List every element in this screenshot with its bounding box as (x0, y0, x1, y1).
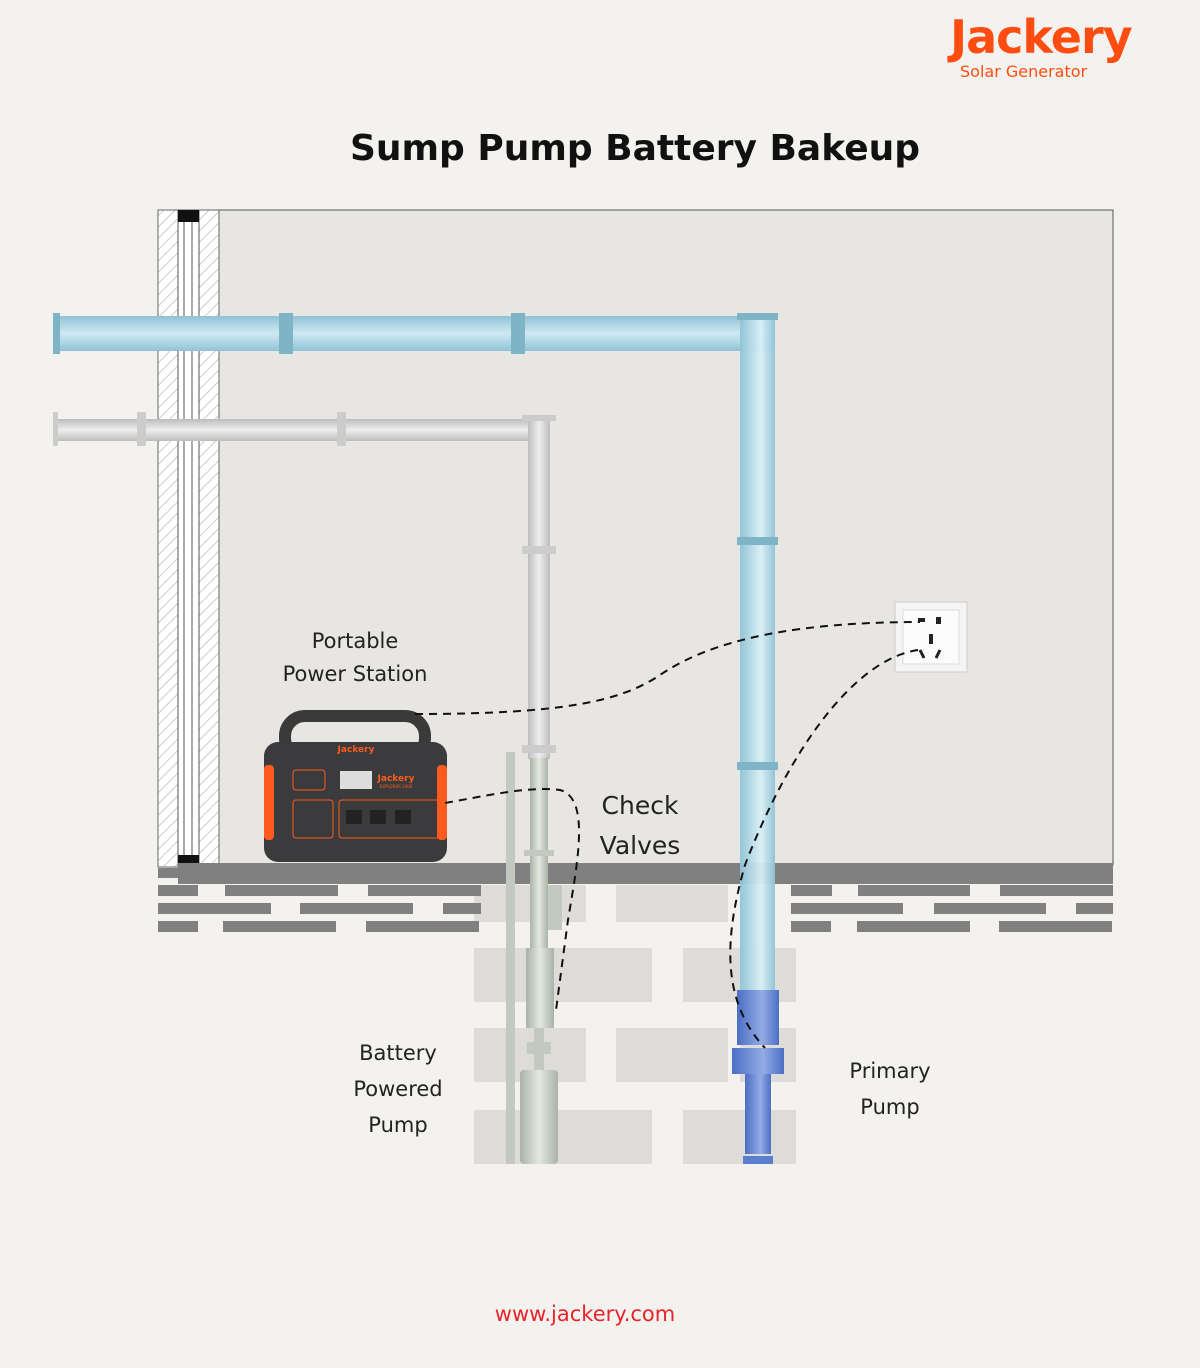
power-cords (414, 621, 921, 1049)
drain-pipe (53, 412, 556, 759)
portable-power-station: Jackery Jackery EXPLORER 1000 (264, 710, 447, 862)
label-power-station: Portable Power Station (282, 629, 428, 686)
label-check-valves: Check Valves (599, 791, 681, 860)
label-primary-pump: Primary Pump (849, 1059, 931, 1119)
brand-tagline: Solar Generator (960, 62, 1088, 81)
exterior-wall (157, 209, 220, 868)
footer-url[interactable]: www.jackery.com (494, 1302, 676, 1326)
page-title: Sump Pump Battery Bakeup (349, 128, 921, 169)
label-battery-pump: Battery Powered Pump (353, 1041, 443, 1137)
battery-powered-pump (506, 752, 562, 1164)
device-model: EXPLORER 1000 (380, 784, 413, 789)
device-brand: Jackery (337, 745, 375, 755)
brand-name: Jackery (950, 10, 1133, 64)
device-logo: Jackery (377, 774, 415, 784)
brand-logo: Jackery Solar Generator (950, 10, 1174, 81)
wall-outlet-icon (894, 601, 968, 673)
floor (158, 863, 1113, 932)
water-pipe (53, 313, 778, 996)
primary-pump (732, 990, 784, 1164)
